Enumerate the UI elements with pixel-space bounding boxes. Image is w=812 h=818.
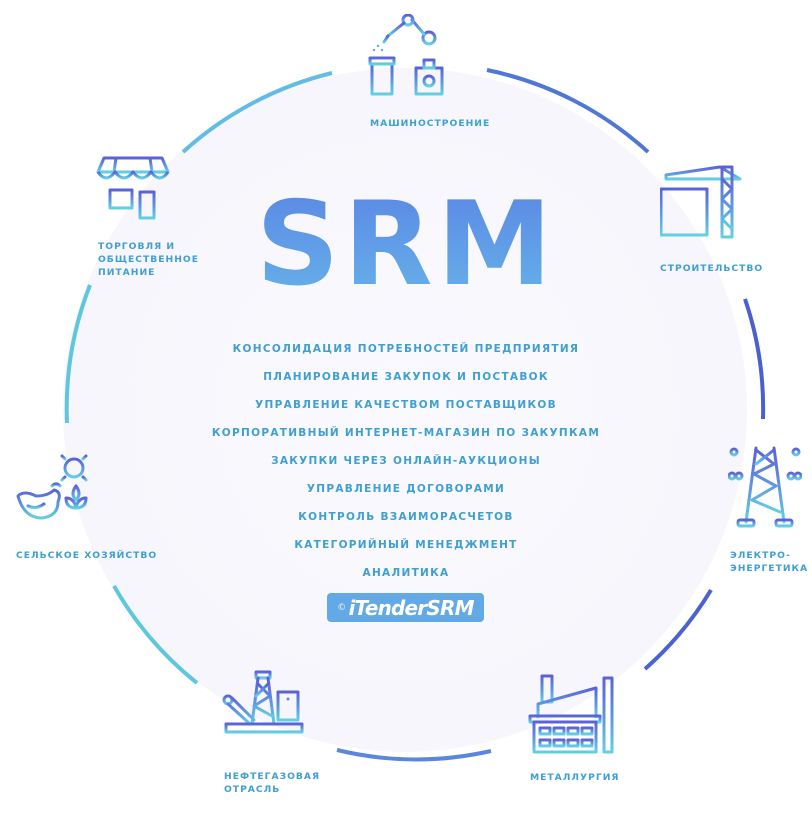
storefront-icon	[96, 156, 170, 220]
industry-label-machinery: МАШИНОСТРОЕНИЕ	[370, 118, 491, 129]
ring-arcs	[64, 68, 766, 762]
industry-label-retail: ТОРГОВЛЯ И ОБЩЕСТВЕННОЕ ПИТАНИЕ	[98, 241, 200, 278]
feature-item: УПРАВЛЕНИЕ КАЧЕСТВОМ ПОСТАВЩИКОВ	[255, 399, 557, 411]
feature-list: КОНСОЛИДАЦИЯ ПОТРЕБНОСТЕЙ ПРЕДПРИЯТИЯ ПЛ…	[0, 340, 812, 592]
feature-item: ЗАКУПКИ ЧЕРЕЗ ОНЛАЙН-АУКЦИОНЫ	[271, 455, 541, 467]
feature-item: КОНТРОЛЬ ВЗАИМОРАСЧЕТОВ	[298, 511, 514, 523]
industry-label-power: ЭЛЕКТРО- ЭНЕРГЕТИКА	[730, 550, 809, 574]
robot-arm-icon	[366, 14, 452, 97]
feature-item: АНАЛИТИКА	[362, 567, 450, 579]
power-pylon-icon	[728, 446, 802, 528]
feature-item: КОРПОРАТИВНЫЙ ИНТЕРНЕТ-МАГАЗИН ПО ЗАКУПК…	[211, 427, 601, 439]
farm-sun-chicken-icon	[16, 448, 94, 528]
industry-label-metallurgy: МЕТАЛЛУРГИЯ	[530, 772, 620, 783]
center-circle	[63, 68, 747, 752]
factory-icon	[528, 674, 618, 755]
srm-title: SRM	[0, 180, 812, 310]
feature-item: КОНСОЛИДАЦИЯ ПОТРЕБНОСТЕЙ ПРЕДПРИЯТИЯ	[232, 343, 580, 355]
itender-srm-logo: © iTenderSRM	[327, 593, 484, 622]
copyright-mark: ©	[337, 602, 346, 613]
industry-label-oil-gas: НЕФТЕГАЗОВАЯ ОТРАСЛЬ	[224, 771, 321, 795]
brand-name: iTenderSRM	[348, 595, 475, 620]
oil-rig-icon	[222, 670, 306, 753]
industry-label-agriculture: СЕЛЬСКОЕ ХОЗЯЙСТВО	[16, 550, 158, 561]
tower-crane-icon	[660, 165, 746, 239]
feature-item: УПРАВЛЕНИЕ ДОГОВОРАМИ	[306, 483, 506, 495]
feature-item: КАТЕГОРИЙНЫЙ МЕНЕДЖМЕНТ	[294, 539, 518, 551]
industry-label-construction: СТРОИТЕЛЬСТВО	[660, 263, 764, 274]
feature-item: ПЛАНИРОВАНИЕ ЗАКУПОК И ПОСТАВОК	[263, 371, 549, 383]
